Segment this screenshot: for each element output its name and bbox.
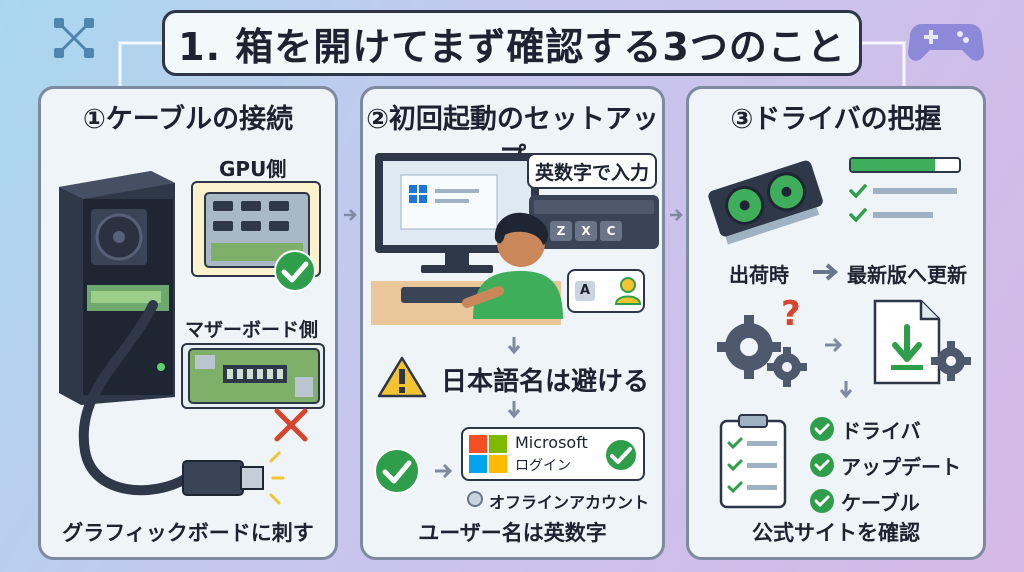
page-title: 1. 箱を開けてまず確認する3つのこと: [162, 10, 862, 76]
list-item: ドライバ: [809, 411, 961, 447]
letter-a-badge: A: [575, 281, 595, 301]
graphics-card-icon: [708, 160, 823, 245]
microsoft-login-label: ログイン: [515, 458, 571, 474]
person-typing-icon: [462, 212, 563, 319]
key-c: C: [600, 220, 622, 241]
checklist-item-label: ケーブル: [841, 490, 920, 515]
panel-initial-setup: ②初回起動のセットアップ 英数字で入力 Z X C A: [360, 86, 665, 560]
download-document-icon: [873, 299, 971, 385]
shipping-state-label: 出荷時: [729, 263, 789, 287]
user-icon: [614, 277, 642, 305]
gamepad-icon: [907, 24, 985, 61]
list-item: ケーブル: [809, 483, 961, 519]
motherboard-icon: [188, 348, 320, 404]
check-icon: [810, 489, 834, 513]
input-note-callout: 英数字で入力: [527, 153, 657, 189]
keyboard: Z X C: [529, 195, 659, 249]
arrow-right-icon: [435, 463, 453, 479]
title-connector-lines: [118, 41, 906, 86]
check-icon: [810, 453, 834, 477]
panel-heading: ③ドライバの把握: [730, 104, 942, 135]
network-icon: [54, 18, 94, 58]
microsoft-logo-icon: [469, 435, 507, 473]
svg-text:?: ?: [781, 294, 801, 334]
panel-heading: ①ケーブルの接続: [82, 104, 294, 135]
warning-icon: [377, 356, 427, 398]
pc-tower-icon: [59, 171, 175, 405]
panel-footer: グラフィックボードに刺す: [62, 521, 314, 545]
checklist-item-label: ドライバ: [841, 418, 921, 443]
check-icon: [810, 417, 834, 441]
arrow-right-icon: [813, 263, 839, 281]
arrow-right-icon: [670, 209, 683, 221]
offline-account-label: オフラインアカウント: [489, 493, 650, 512]
gears-question-icon: ?: [717, 294, 807, 387]
hdmi-cable-icon: [78, 300, 285, 505]
arrow-right-icon: [825, 337, 843, 353]
check-icon: [374, 448, 420, 494]
panel-cable-connection: ①ケーブルの接続 GPU側 マザーボード側: [38, 86, 338, 560]
key-x: X: [575, 220, 597, 241]
offline-radio[interactable]: [467, 491, 483, 507]
microsoft-name: Microsoft: [515, 433, 588, 452]
update-progress-bar: [849, 157, 961, 173]
panel-driver-status: ③ドライバの把握 出荷時 最新版へ更新: [686, 86, 986, 560]
gpu-side-label: GPU側: [219, 157, 287, 181]
checklist-item-label: アップデート: [841, 454, 961, 479]
arrow-down-icon: [839, 381, 853, 399]
gpu-io-bracket-icon: [204, 192, 310, 268]
key-z: Z: [550, 220, 572, 241]
update-latest-label: 最新版へ更新: [847, 263, 967, 287]
check-icon: [274, 250, 316, 292]
arrow-down-icon: [507, 337, 521, 355]
arrow-right-icon: [344, 209, 357, 221]
list-item: アップデート: [809, 447, 961, 483]
motherboard-side-label: マザーボード側: [185, 319, 319, 341]
arrow-down-icon: [507, 401, 521, 419]
checklist: ドライバ アップデート ケーブル: [809, 411, 961, 519]
warning-text: 日本語名は避ける: [441, 367, 650, 397]
check-icon: [604, 438, 638, 472]
check-list-mini-icon: [849, 184, 957, 223]
panel-footer: ユーザー名は英数字: [418, 521, 607, 545]
panel-footer: 公式サイトを確認: [752, 521, 920, 545]
clipboard-checklist-icon: [719, 414, 787, 509]
input-note-text: 英数字で入力: [534, 161, 649, 184]
cross-icon: [274, 408, 308, 442]
